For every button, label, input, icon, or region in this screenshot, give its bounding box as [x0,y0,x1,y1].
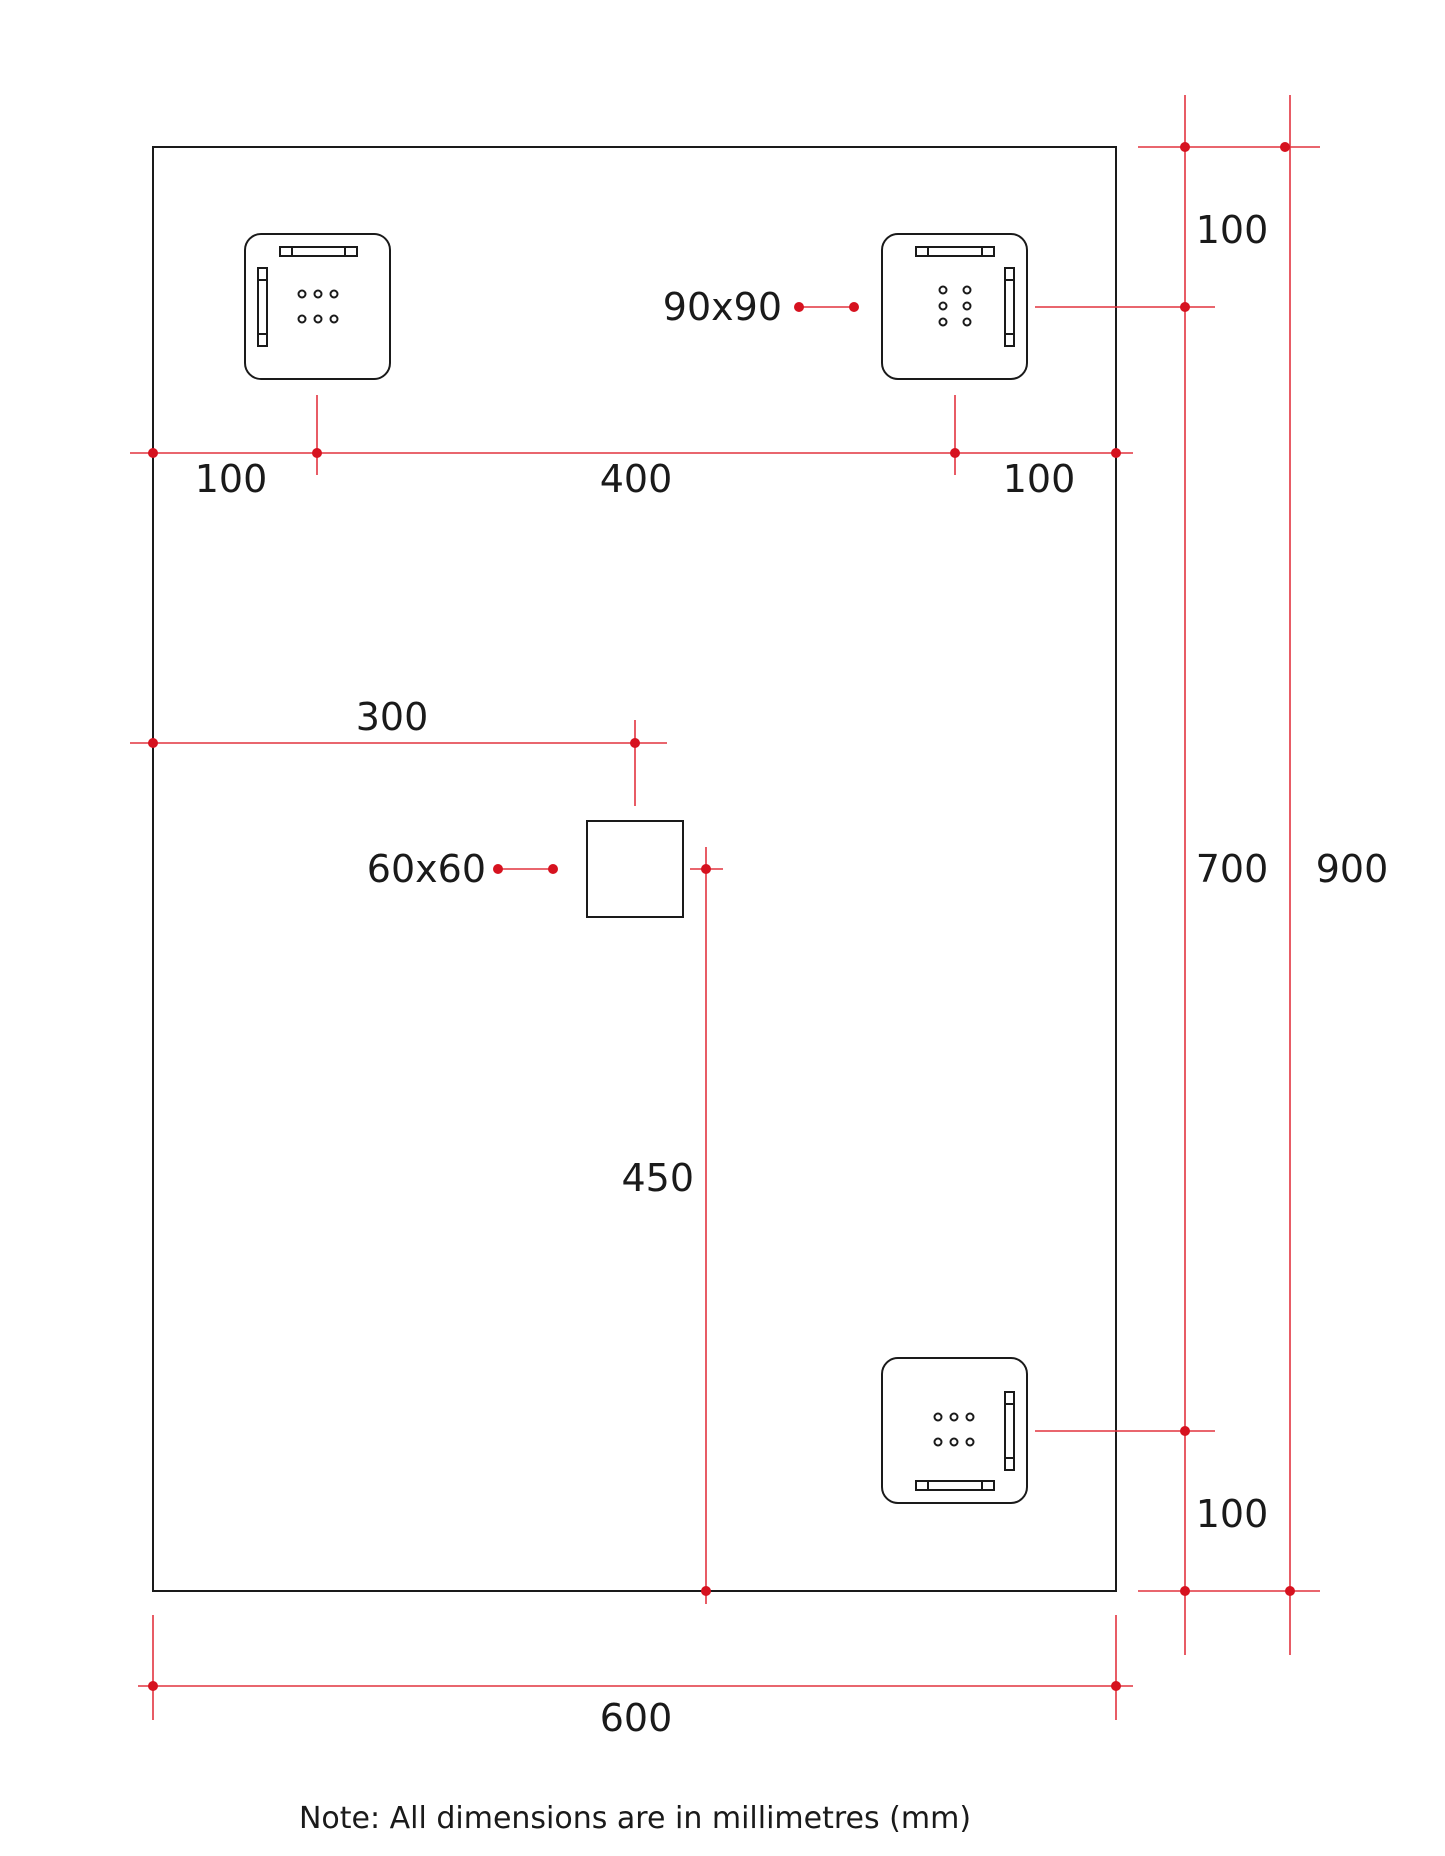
label-top-margin: 100 [1196,208,1269,252]
label-vertical-spacing: 700 [1196,847,1269,891]
bracket-top-right [881,233,1028,380]
label-total-height: 900 [1316,847,1389,891]
bracket-bottom-right [881,1357,1028,1504]
label-center-offset: 300 [356,695,429,739]
panel-outline [152,146,1117,1592]
dimensions-note: Note: All dimensions are in millimetres … [299,1801,971,1836]
dimension-dots [148,142,1295,1691]
label-right-margin: 100 [1003,457,1076,501]
label-center-spacing: 400 [600,457,673,501]
label-center-height: 450 [621,1156,694,1200]
label-left-margin: 100 [195,457,268,501]
label-bottom-margin: 100 [1196,1492,1269,1536]
label-center-size: 60x60 [367,847,486,891]
label-bracket-size: 90x90 [663,285,782,329]
center-square [586,820,684,918]
label-total-width: 600 [600,1696,673,1740]
bracket-top-left [244,233,391,380]
